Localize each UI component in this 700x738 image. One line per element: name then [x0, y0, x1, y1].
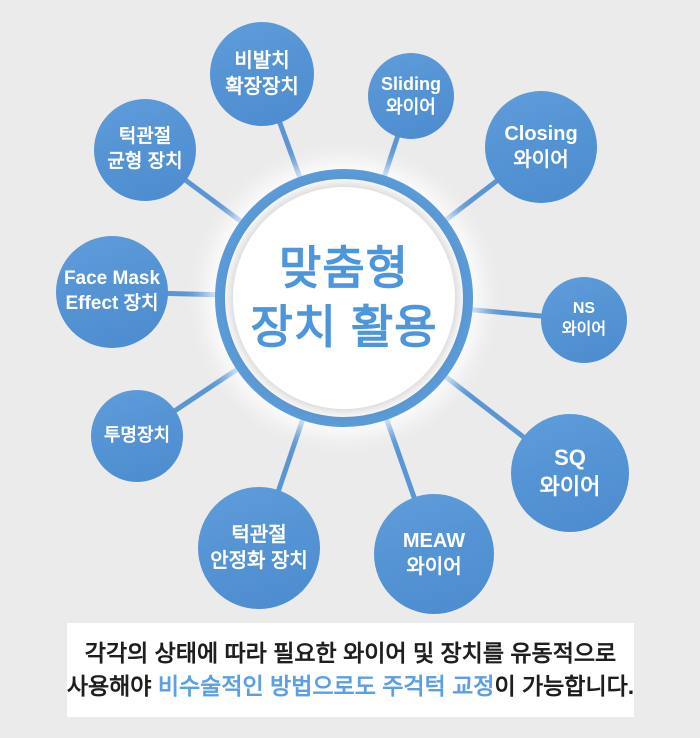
node-meaw-wire: MEAW 와이어 [374, 494, 494, 614]
node-tmj-stabilization-device: 턱관절 안정화 장치 [198, 487, 320, 609]
caption-line-1: 각각의 상태에 따라 필요한 와이어 및 장치를 유동적으로 [84, 640, 617, 666]
node-clear-aligner-device: 투명장치 [91, 390, 183, 482]
node-sq-wire: SQ 와이어 [511, 414, 629, 532]
diagram-title: 맞춤형 장치 활용 [250, 242, 438, 353]
node-face-mask-effect-device: Face Mask Effect 장치 [56, 236, 168, 348]
node-ns-wire: NS 와이어 [541, 277, 627, 363]
caption-line-2: 사용해야 비수술적인 방법으로도 주걱턱 교정이 가능합니다. [67, 670, 634, 703]
node-closing-wire: Closing 와이어 [485, 91, 597, 203]
caption-line2-suffix: 이 가능합니다. [494, 673, 635, 699]
node-sliding-wire: Sliding 와이어 [368, 53, 454, 139]
radial-diagram: 비발치 확장장치 Sliding 와이어 Closing 와이어 NS 와이어 … [56, 22, 629, 614]
center-circle: 맞춤형 장치 활용 [215, 169, 473, 427]
node-non-extraction-expansion-device: 비발치 확장장치 [210, 22, 314, 126]
center-circle-inner: 맞춤형 장치 활용 [233, 187, 455, 409]
caption-line2-prefix: 사용해야 [66, 673, 158, 699]
caption-line2-highlight: 비수술적인 방법으로도 주걱턱 교정 [157, 673, 495, 699]
node-tmj-balance-device: 턱관절 균형 장치 [94, 99, 196, 201]
caption-box: 각각의 상태에 따라 필요한 와이어 및 장치를 유동적으로 사용해야 비수술적… [67, 623, 634, 717]
